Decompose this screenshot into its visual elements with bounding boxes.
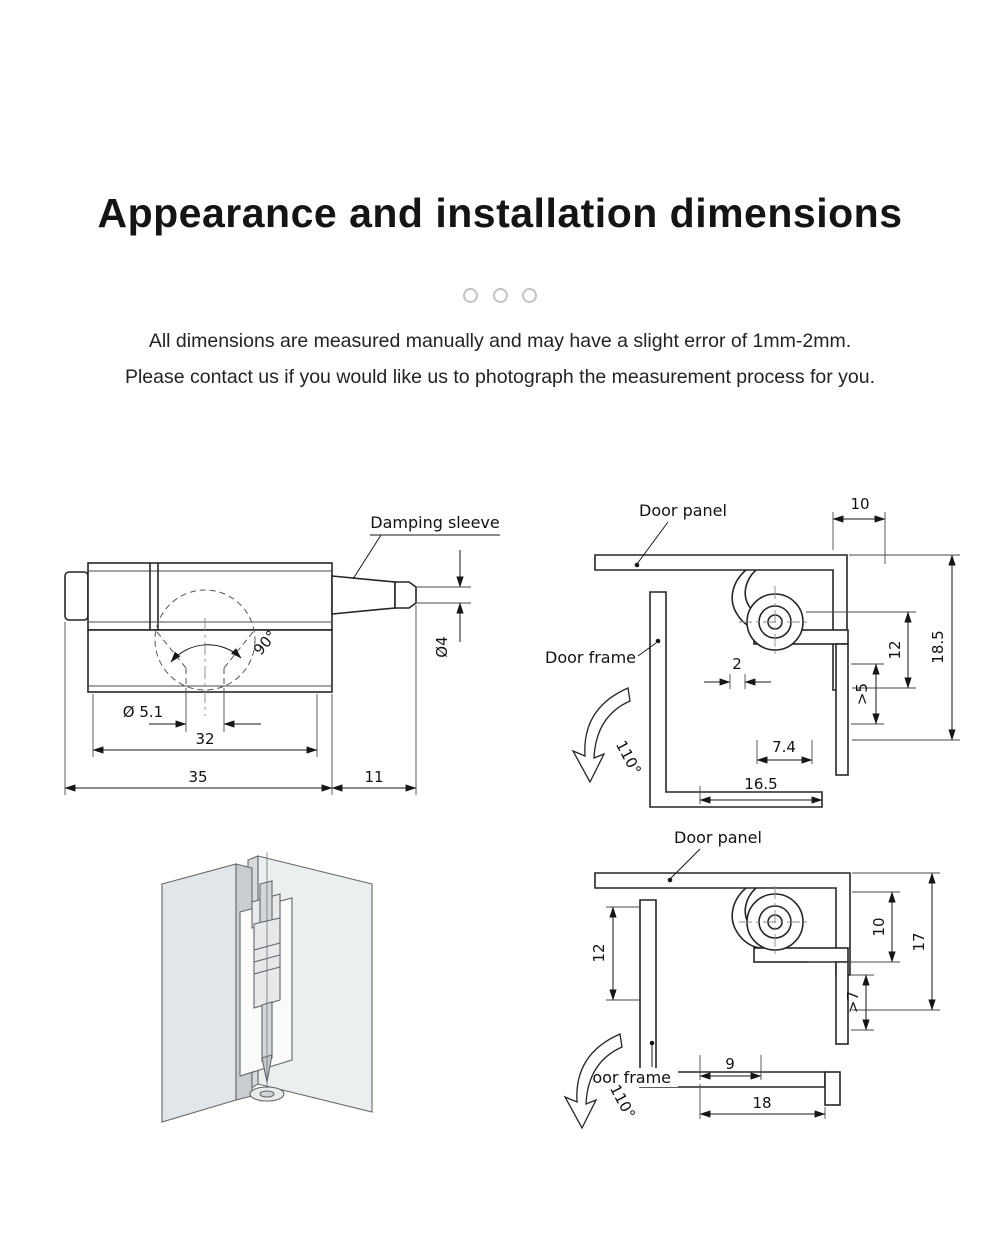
dim-16-5: 16.5 xyxy=(744,775,777,793)
dim-110-degrees: 110° xyxy=(606,1081,639,1121)
hinge-body-outline xyxy=(64,562,417,693)
pin-upper xyxy=(259,880,273,924)
dim-height-17: 17 xyxy=(852,872,940,1011)
hinge-plate-shape xyxy=(87,629,333,693)
door-panel-label: Door panel xyxy=(674,828,762,847)
door-panel-label: Door panel xyxy=(639,501,727,520)
dim-height-12: 12 xyxy=(806,611,916,689)
dim-width-35: 35 xyxy=(64,622,333,795)
dim-18-5: 18.5 xyxy=(929,630,947,663)
dim-gap-2: 2 xyxy=(704,655,771,689)
page-title: Appearance and installation dimensions xyxy=(97,190,903,236)
door-frame-callout: Door frame xyxy=(545,638,661,667)
dim-2: 2 xyxy=(732,655,742,673)
drawing-hinge-side-view: 90° Damping sleeve Ø4 Ø 5.1 32 xyxy=(64,513,500,795)
dim-gap-gt5: >5 xyxy=(851,663,884,725)
dim-12: 12 xyxy=(886,640,904,659)
rotation-arrow xyxy=(563,1033,623,1130)
dim-width-16-5: 16.5 xyxy=(699,775,823,804)
door-frame-label: Door frame xyxy=(580,1068,671,1087)
carousel-dot[interactable] xyxy=(521,288,537,304)
dim-hole-diameter: Ø 5.1 xyxy=(123,692,261,732)
dim-height-18-5: 18.5 xyxy=(849,554,960,741)
dim-110-degrees: 110° xyxy=(612,737,645,777)
frame-step xyxy=(824,1071,841,1106)
dim-width-9: 9 xyxy=(699,1055,762,1080)
isometric-hinge-installation xyxy=(161,852,373,1123)
door-frame-callout: Door frame xyxy=(576,1040,678,1087)
dim-7-4: 7.4 xyxy=(772,738,796,756)
dim-gt5: >5 xyxy=(853,683,871,705)
carousel-dot[interactable] xyxy=(492,288,508,304)
hinge-section xyxy=(731,886,849,1045)
carousel-dots xyxy=(0,287,1000,305)
damping-sleeve-shape xyxy=(331,575,396,615)
dim-gap-gt7: >7 xyxy=(844,974,874,1031)
damping-sleeve-callout: Damping sleeve xyxy=(352,513,500,580)
measurement-note-line2: Please contact us if you would like us t… xyxy=(124,366,876,388)
door-panel-callout: Door panel xyxy=(634,501,727,568)
pin-tip-shape xyxy=(394,581,417,609)
hinge-section xyxy=(731,569,849,776)
dim-18: 18 xyxy=(752,1094,771,1112)
dim-12: 12 xyxy=(590,943,608,962)
door-panel-callout: Door panel xyxy=(667,828,762,883)
dim-10: 10 xyxy=(850,495,869,513)
door-frame-profile xyxy=(649,591,823,808)
dim-35: 35 xyxy=(188,768,207,786)
frame-flange-face xyxy=(161,863,237,1123)
dim-32: 32 xyxy=(195,730,214,748)
dim-dia-5-1: Ø 5.1 xyxy=(123,703,163,721)
dim-10: 10 xyxy=(870,917,888,936)
dim-width-32: 32 xyxy=(92,694,318,757)
dim-width-18: 18 xyxy=(699,1084,826,1119)
dim-11: 11 xyxy=(364,768,383,786)
carousel-dot[interactable] xyxy=(463,288,479,304)
door-panel-profile xyxy=(594,554,848,691)
damping-sleeve-label: Damping sleeve xyxy=(370,513,499,532)
dim-pin-diameter: Ø4 xyxy=(416,550,471,658)
rotation-angle-annotation: 110° xyxy=(571,687,645,784)
dim-dia-4: Ø4 xyxy=(433,636,451,657)
dim-17: 17 xyxy=(910,932,928,951)
drawing-section-lower: Door panel Door frame 12 10 17 xyxy=(563,828,940,1130)
dim-offset-10: 10 xyxy=(832,495,886,564)
dim-gt7: >7 xyxy=(844,991,862,1013)
dim-9: 9 xyxy=(725,1055,735,1073)
dim-width-7-4: 7.4 xyxy=(756,738,813,764)
rotation-arrow xyxy=(571,687,631,784)
dim-height-10: 10 xyxy=(807,891,900,963)
drawing-isometric-view xyxy=(161,852,373,1123)
door-frame-label: Door frame xyxy=(545,648,636,667)
measurement-note-line1: All dimensions are measured manually and… xyxy=(148,330,852,352)
dim-height-12: 12 xyxy=(590,906,640,1001)
drawing-section-upper: Door panel Door frame 10 18.5 12 xyxy=(545,495,960,808)
dim-width-11: 11 xyxy=(331,605,417,795)
